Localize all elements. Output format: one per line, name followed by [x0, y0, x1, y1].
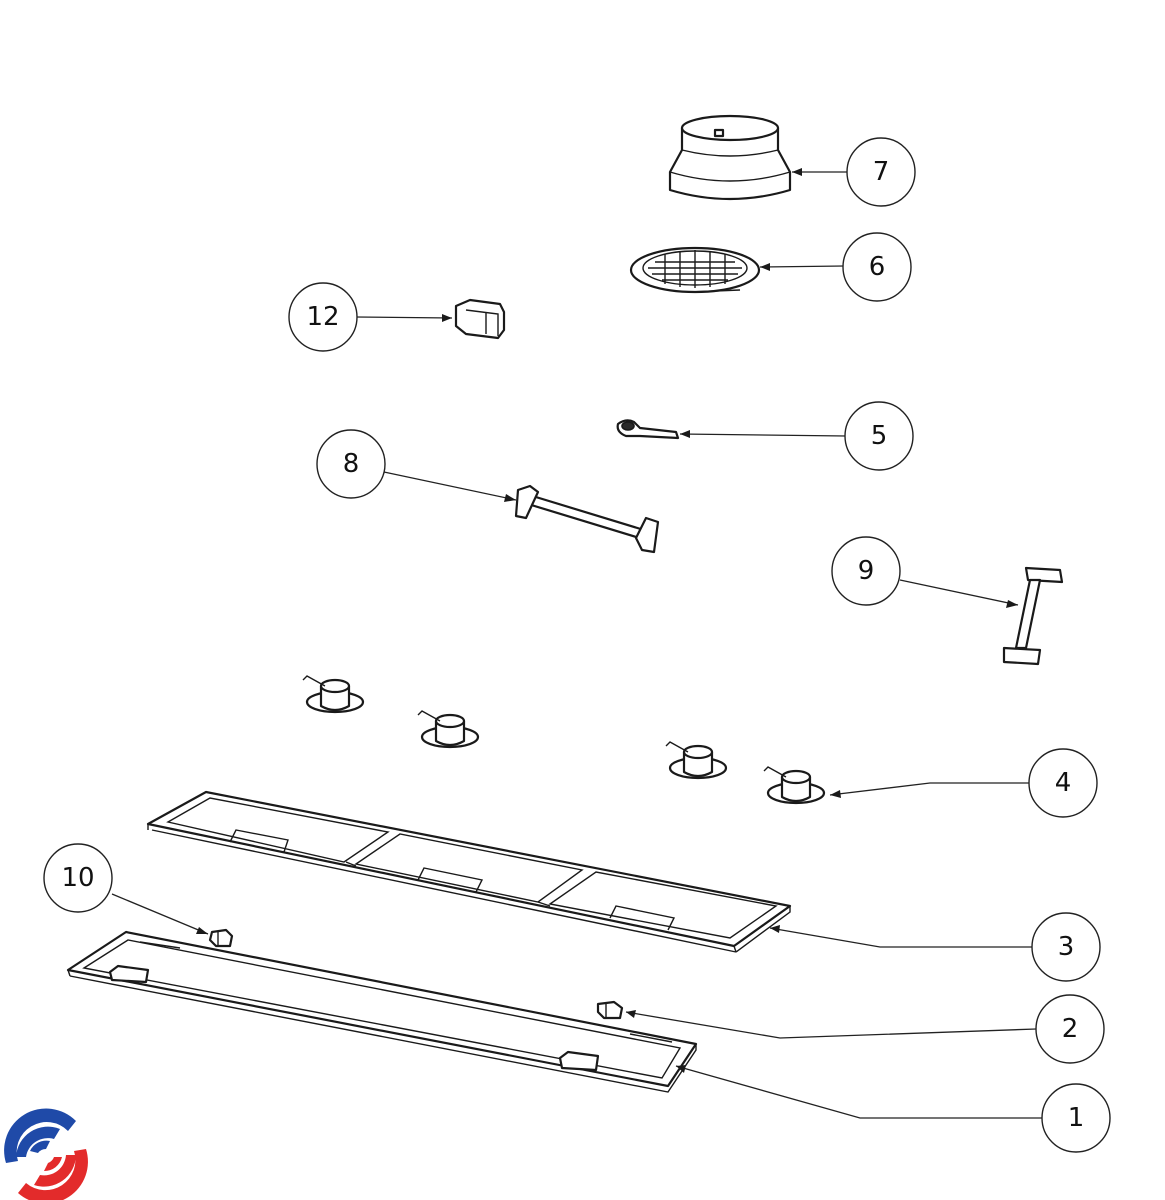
callout-label-10: 10 [61, 863, 94, 893]
callout-2: 2 [1035, 994, 1105, 1064]
callout-3: 3 [1031, 912, 1101, 982]
callout-label-7: 7 [873, 157, 890, 187]
callouts: 7 6 12 5 8 9 4 10 [43, 137, 1111, 1153]
callout-label-6: 6 [869, 252, 886, 282]
callout-9: 9 [831, 536, 901, 606]
part-grease-filter-set [146, 790, 792, 953]
callout-label-2: 2 [1062, 1014, 1079, 1044]
part-duct-collar [668, 114, 792, 201]
callout-label-9: 9 [858, 556, 875, 586]
callout-label-4: 4 [1055, 768, 1072, 798]
part-handle-bar-horizontal [514, 484, 660, 554]
callout-6: 6 [842, 232, 912, 302]
callout-1: 1 [1041, 1083, 1111, 1153]
part-front-panel [66, 930, 698, 1093]
callout-label-5: 5 [871, 421, 888, 451]
callout-12: 12 [288, 282, 358, 352]
part-spot-lights [302, 675, 826, 805]
part-handle-bar-vertical [1002, 566, 1064, 666]
callout-5: 5 [844, 401, 914, 471]
callout-label-3: 3 [1058, 932, 1075, 962]
callout-7: 7 [846, 137, 916, 207]
callout-label-12: 12 [306, 302, 339, 332]
callout-4: 4 [1028, 748, 1098, 818]
part-panel-clip [596, 1000, 624, 1020]
callout-8: 8 [316, 429, 386, 499]
callout-label-1: 1 [1068, 1103, 1085, 1133]
part-switch-lever [616, 419, 680, 440]
leader-lines [111, 168, 1042, 1119]
part-grille [629, 246, 761, 294]
callout-label-8: 8 [343, 449, 360, 479]
part-connector-block [454, 298, 506, 340]
part-panel-clip-left [208, 928, 234, 948]
callout-10: 10 [43, 843, 113, 913]
brand-logo [4, 1108, 88, 1200]
